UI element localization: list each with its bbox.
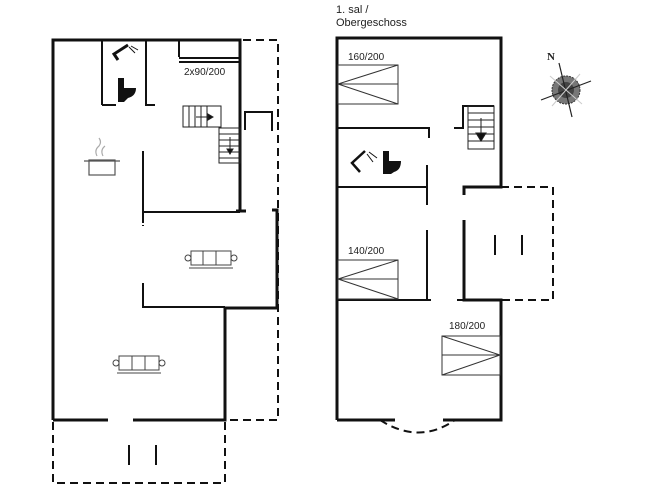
- floor-title-line2: Obergeschoss: [336, 17, 407, 29]
- compass-north-label: N: [547, 51, 555, 63]
- bed-180-icon: [441, 335, 502, 376]
- bed-140-icon: [336, 259, 399, 300]
- bed-label-160: 160/200: [348, 52, 385, 63]
- toilet-icon: [383, 151, 401, 174]
- shower-icon: [350, 150, 378, 173]
- shower-icon: [111, 43, 139, 61]
- sofa-icon: [184, 250, 238, 269]
- floor-title: 1. sal / Obergeschoss: [336, 4, 407, 30]
- compass-rose-icon: [540, 62, 592, 118]
- bed-label-2x90: 2x90/200: [184, 67, 226, 78]
- bed-label-180: 180/200: [449, 321, 486, 332]
- terrace-marks: [128, 235, 523, 465]
- upper-floor-stairs: [467, 105, 495, 150]
- cooking-pot-icon: [84, 137, 120, 176]
- floor-title-line1: 1. sal /: [336, 4, 369, 16]
- upper-floor-walls: [335, 36, 503, 422]
- ground-floor-stairs: [182, 105, 241, 164]
- upper-balcony-dashed: [379, 186, 554, 434]
- sofa-icon: [112, 355, 166, 374]
- ground-floor-inner-walls: [101, 40, 273, 308]
- ground-floor-terrace-dashed: [52, 39, 279, 484]
- bed-label-140: 140/200: [348, 246, 385, 257]
- bed-160-icon: [336, 64, 399, 105]
- upper-floor-inner-walls: [337, 105, 494, 301]
- toilet-icon: [118, 78, 136, 102]
